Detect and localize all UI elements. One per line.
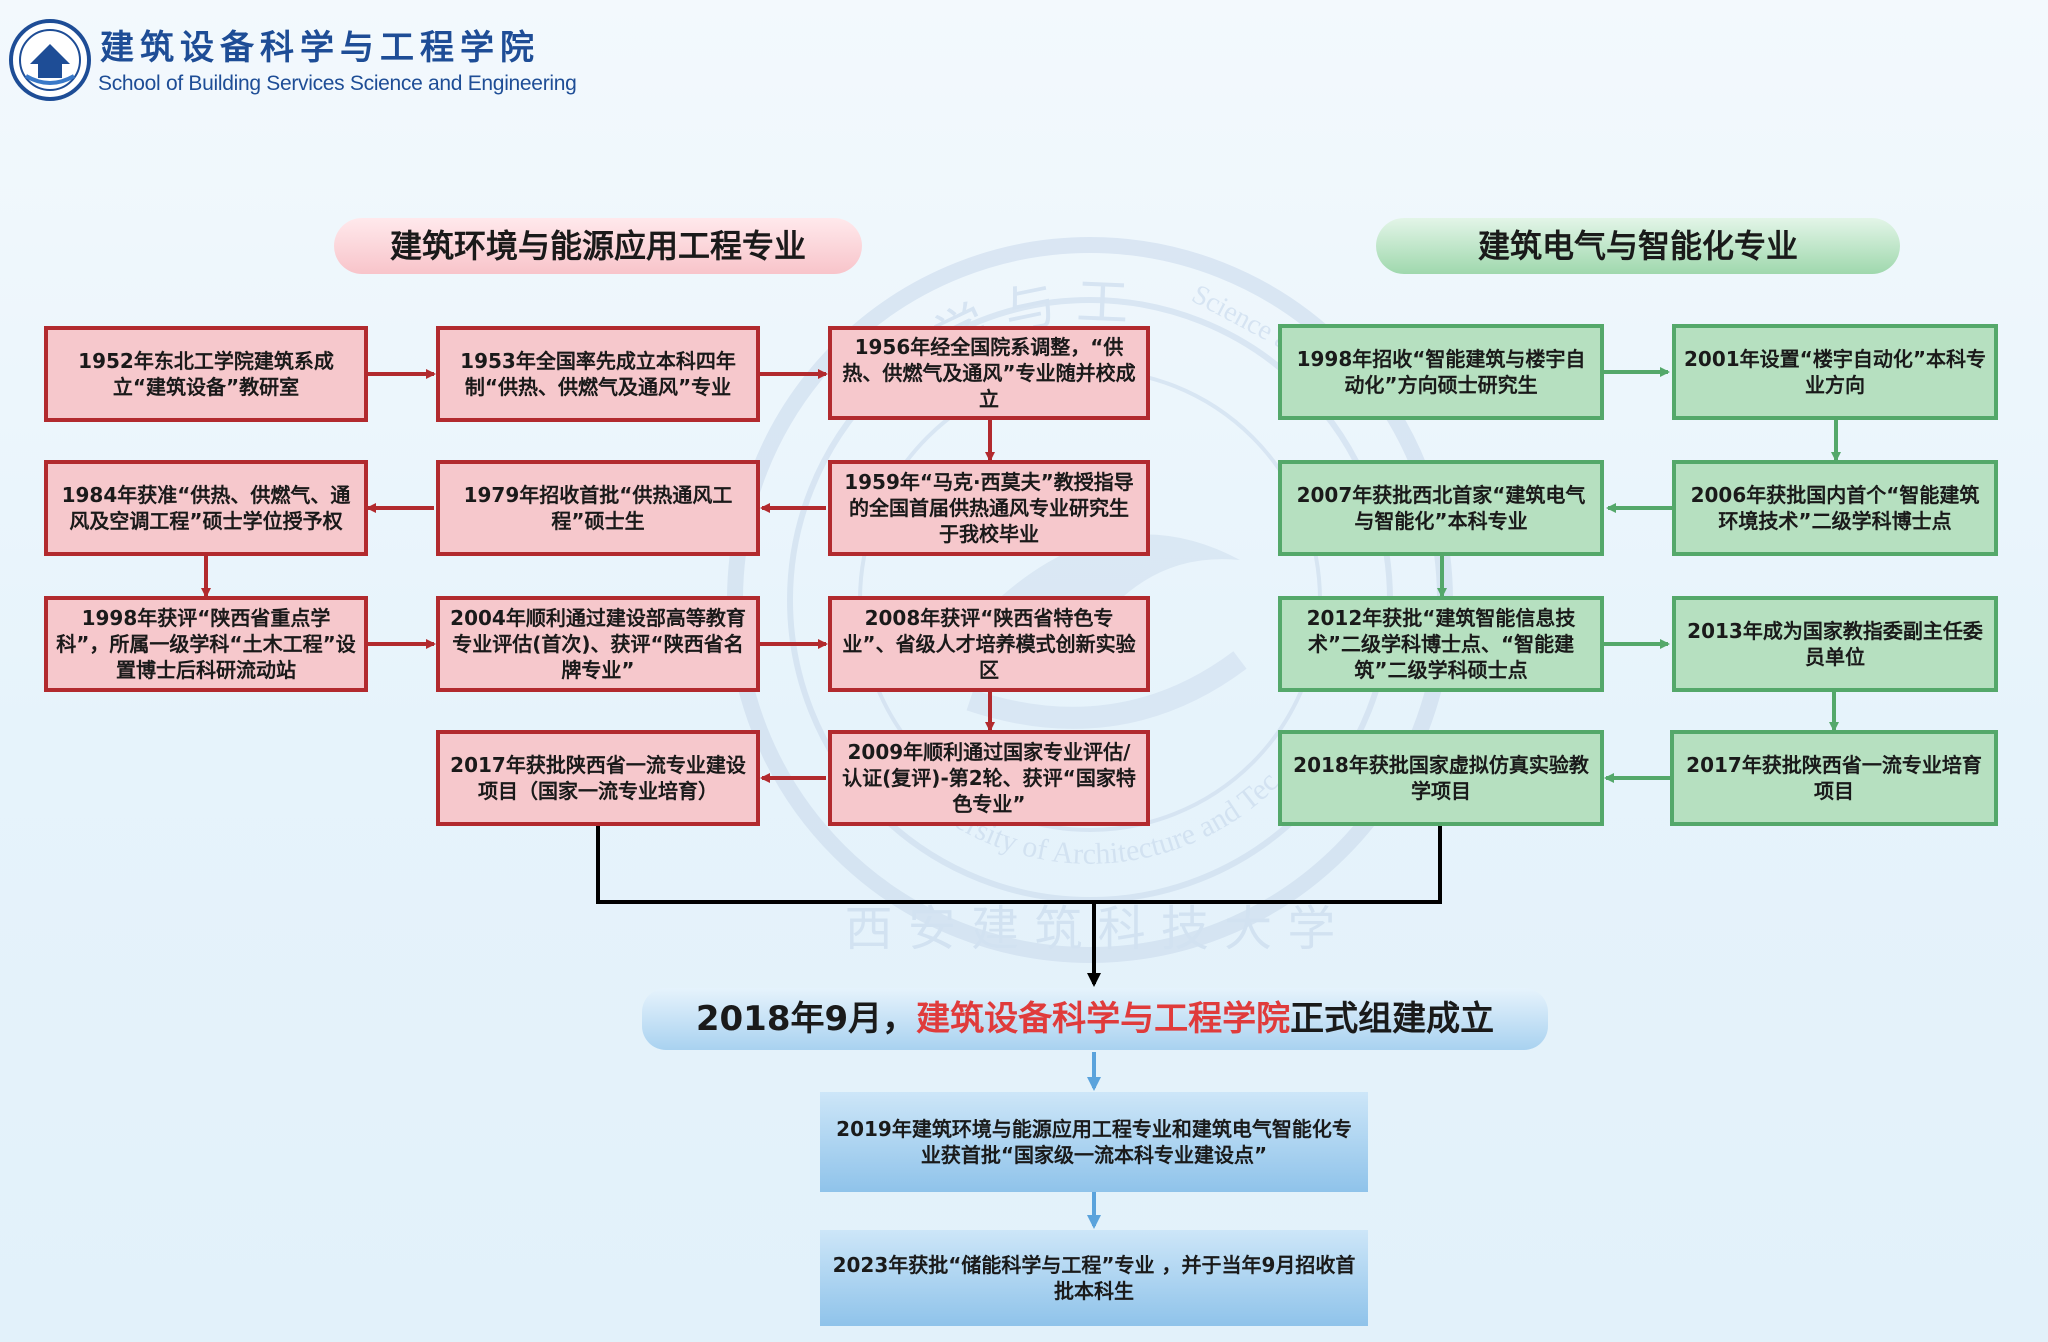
right-box-2012: 2012年获批“建筑智能信息技术”二级学科博士点、“智能建筑”二级学科硕士点	[1278, 596, 1604, 692]
left-box-2004: 2004年顺利通过建设部高等教育专业评估(首次)、获评“陕西省名牌专业”	[436, 596, 760, 692]
left-box-1979: 1979年招收首批“供热通风工程”硕士生	[436, 460, 760, 556]
right-box-2018: 2018年获批国家虚拟仿真实验教学项目	[1278, 730, 1604, 826]
right-box-2007: 2007年获批西北首家“建筑电气与智能化”本科专业	[1278, 460, 1604, 556]
left-box-1956: 1956年经全国院系调整，“供热、供燃气及通风”专业随并校成立	[828, 326, 1150, 420]
school-name-en: School of Building Services Science and …	[98, 72, 577, 95]
school-logo-icon	[9, 19, 91, 101]
left-box-1952: 1952年东北工学院建筑系成立“建筑设备”教研室	[44, 326, 368, 422]
left-box-2008: 2008年获评“陕西省特色专业”、省级人才培养模式创新实验区	[828, 596, 1150, 692]
right-box-1998: 1998年招收“智能建筑与楼宇自动化”方向硕士研究生	[1278, 324, 1604, 420]
banner-suffix: 正式组建成立	[1290, 999, 1495, 1039]
left-box-2009: 2009年顺利通过国家专业评估/认证(复评)-第2轮、获评“国家特色专业”	[828, 730, 1150, 826]
bottom-box-2019: 2019年建筑环境与能源应用工程专业和建筑电气智能化专业获首批“国家级一流本科专…	[820, 1092, 1368, 1192]
banner-prefix: 2018年9月，	[695, 999, 917, 1039]
merge-line-right	[1094, 826, 1442, 904]
right-box-2017: 2017年获批陕西省一流专业培育项目	[1670, 730, 1998, 826]
banner-highlight: 建筑设备科学与工程学院	[916, 999, 1291, 1039]
left-box-1984: 1984年获准“供热、供燃气、通风及空调工程”硕士学位授予权	[44, 460, 368, 556]
bottom-box-2023: 2023年获批“储能科学与工程”专业 ，并于当年9月招收首批本科生	[820, 1230, 1368, 1326]
watermark-base-text: 西 安 建 筑 科 技 大 学	[845, 901, 1336, 957]
left-box-1959: 1959年“马克·西莫夫”教授指导的全国首届供热通风专业研究生于我校毕业	[828, 460, 1150, 556]
right-box-2006: 2006年获批国内首个“智能建筑环境技术”二级学科博士点	[1672, 460, 1998, 556]
merge-line-left	[596, 826, 1094, 904]
left-box-1998: 1998年获评“陕西省重点学科”，所属一级学科“土木工程”设置博士后科研流动站	[44, 596, 368, 692]
left-box-2017: 2017年获批陕西省一流专业建设项目（国家一流专业培育）	[436, 730, 760, 826]
left-box-1953: 1953年全国率先成立本科四年制“供热、供燃气及通风”专业	[436, 326, 760, 422]
right-box-2013: 2013年成为国家教指委副主任委员单位	[1672, 596, 1998, 692]
left-column-title: 建筑环境与能源应用工程专业	[334, 218, 862, 274]
right-box-2001: 2001年设置“楼宇自动化”本科专业方向	[1672, 324, 1998, 420]
right-column-title: 建筑电气与智能化专业	[1376, 218, 1900, 274]
founding-banner: 2018年9月，建筑设备科学与工程学院正式组建成立	[642, 988, 1548, 1050]
school-name-cn: 建筑设备科学与工程学院	[100, 28, 540, 68]
